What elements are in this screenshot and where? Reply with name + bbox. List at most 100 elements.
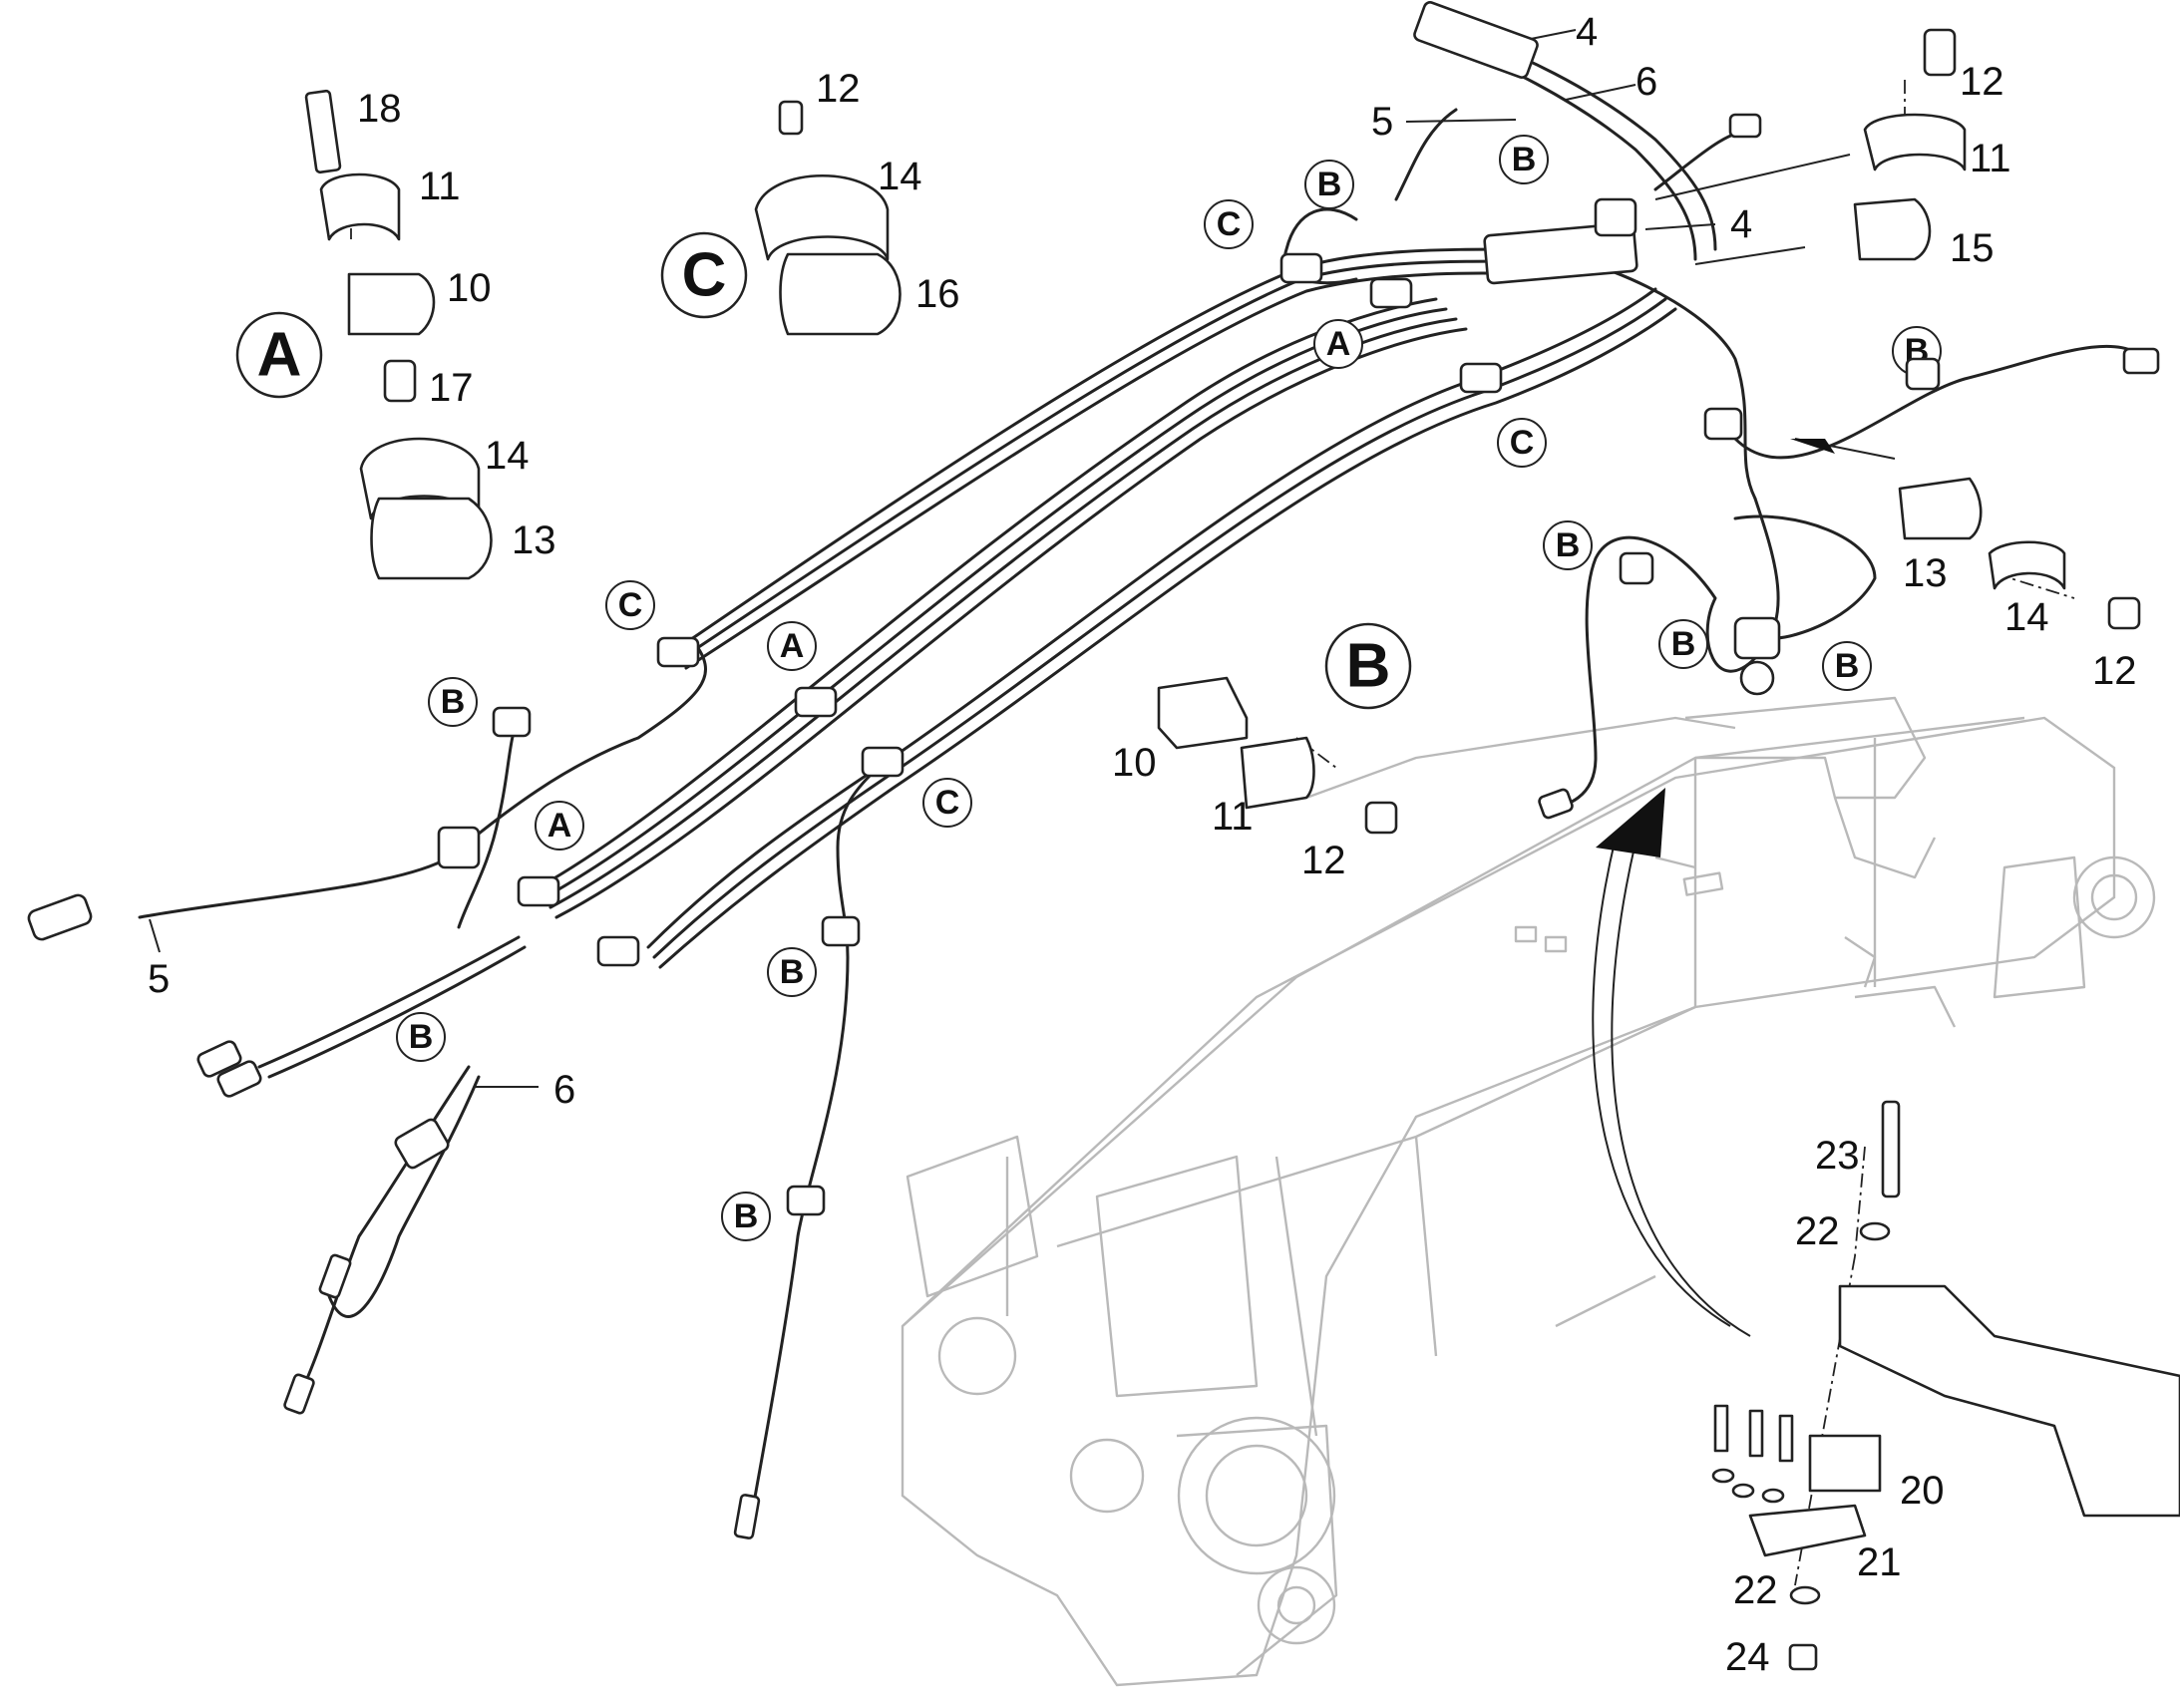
part-label-11b: 11 [419,165,461,208]
part-label-4a: 4 [1576,10,1598,54]
marker-a2: A [767,621,817,671]
svg-text:B: B [441,683,466,721]
svg-text:B: B [1346,632,1391,701]
clamp-block-13-r [1898,477,1983,540]
screw-1 [1713,1404,1729,1453]
svg-text:B: B [1512,141,1537,178]
bolt-18 [304,89,342,174]
marker-c3: C [605,580,655,630]
marker-a1: A [1313,319,1363,369]
clamp-block-10 [347,272,436,336]
bottom-bracket-assembly [1711,1100,2180,1671]
screw-2 [1748,1409,1764,1458]
detail-b-clamp-stack [1157,676,1398,835]
svg-text:C: C [618,586,643,624]
part-label-20: 20 [1900,1469,1945,1513]
part-label-12b: 12 [816,67,861,111]
part-label-11a: 11 [1970,137,2011,180]
hose-fittings [27,1,2160,1539]
svg-text:B: B [1317,166,1342,203]
clamp-block-15 [1853,197,1932,261]
svg-text:B: B [1556,526,1581,564]
part-label-11c: 11 [1212,795,1254,839]
marker-b7: B [428,677,478,727]
svg-text:B: B [409,1018,434,1056]
detail-circle-b: B [1324,622,1412,710]
clamp-cap-11-r [1863,113,1967,171]
marker-a3: A [535,801,584,851]
detail-right-mid-clamp [1898,477,2141,630]
svg-text:A: A [1326,325,1351,363]
clamp-block-10-b [1157,676,1249,750]
bolt-12-r2 [2107,596,2141,630]
manifold-main [1483,221,1638,285]
bolt-12-c [778,100,804,136]
nut-24 [1788,1643,1818,1671]
screw-3 [1778,1414,1794,1463]
clamp-cap-11-b [1240,736,1315,810]
marker-c2: C [1497,418,1547,468]
part-label-17: 17 [429,366,474,410]
part-label-6b: 6 [553,1068,575,1112]
bolt-23 [1881,1100,1901,1198]
clamp-block-16 [779,252,902,336]
part-label-6a: 6 [1635,60,1657,104]
spacer-17 [383,359,417,403]
manifold-top [1413,1,1539,79]
svg-text:A: A [257,321,302,390]
marker-b8: B [396,1012,446,1062]
part-label-14a: 14 [485,434,530,478]
marker-b6: B [1822,641,1872,691]
detail-right-top-clamp [1853,28,1967,261]
marker-b1: B [1304,160,1354,209]
fitting-left [27,893,93,941]
clamp-markers: B B B B B B B B B B A A A C C C C [396,135,1942,1241]
part-label-21: 21 [1857,1540,1902,1584]
part-label-14c: 14 [2004,595,2049,639]
hose-bundle [138,28,2146,1537]
marker-b5: B [1658,619,1708,669]
svg-text:C: C [1510,424,1535,462]
part-label-18: 18 [357,87,402,131]
detail-circles: A C B [235,231,1412,710]
detail-a-clamp-stack [304,89,493,580]
clamp-cap-11 [319,172,401,241]
marker-c1: C [1204,199,1254,249]
assembly-arrow [1592,439,1835,1337]
washer-22-bottom [1789,1585,1821,1605]
part-label-23: 23 [1815,1134,1860,1178]
boom-structure [901,696,2156,1687]
clamp-cap-14-c [754,174,890,261]
bolt-12-r [1923,28,1957,77]
part-label-15: 15 [1950,226,1995,270]
svg-text:A: A [547,807,572,845]
marker-b10: B [721,1192,771,1241]
detail-circle-a: A [235,311,323,399]
part-label-22a: 22 [1795,1209,1840,1253]
part-label-12d: 12 [1301,839,1346,882]
part-label-13a: 13 [512,518,556,562]
part-label-10a: 10 [447,266,492,310]
marker-b4: B [1543,520,1593,570]
part-number-labels: 4 6 5 12 11 15 4 18 11 10 17 14 13 12 14… [148,10,2137,1679]
clamp-ring-b [1733,616,1781,660]
bolt-12-b [1364,801,1398,835]
clamp-block-13 [370,497,493,580]
part-label-5a: 5 [1371,100,1393,144]
detail-circle-c: C [660,231,748,319]
part-label-10b: 10 [1112,741,1157,785]
plate-21 [1748,1504,1867,1557]
mount-plate [1838,1284,2180,1518]
block-20 [1808,1434,1882,1493]
washer-22-top [1859,1221,1891,1241]
marker-b9: B [767,947,817,997]
part-label-22b: 22 [1733,1568,1778,1612]
part-label-12a: 12 [1960,60,2004,104]
part-label-16: 16 [915,272,960,316]
svg-text:A: A [780,627,805,665]
part-label-4b: 4 [1730,202,1752,246]
marker-b2: B [1499,135,1549,184]
svg-text:B: B [1671,625,1696,663]
part-label-5b: 5 [148,957,170,1001]
